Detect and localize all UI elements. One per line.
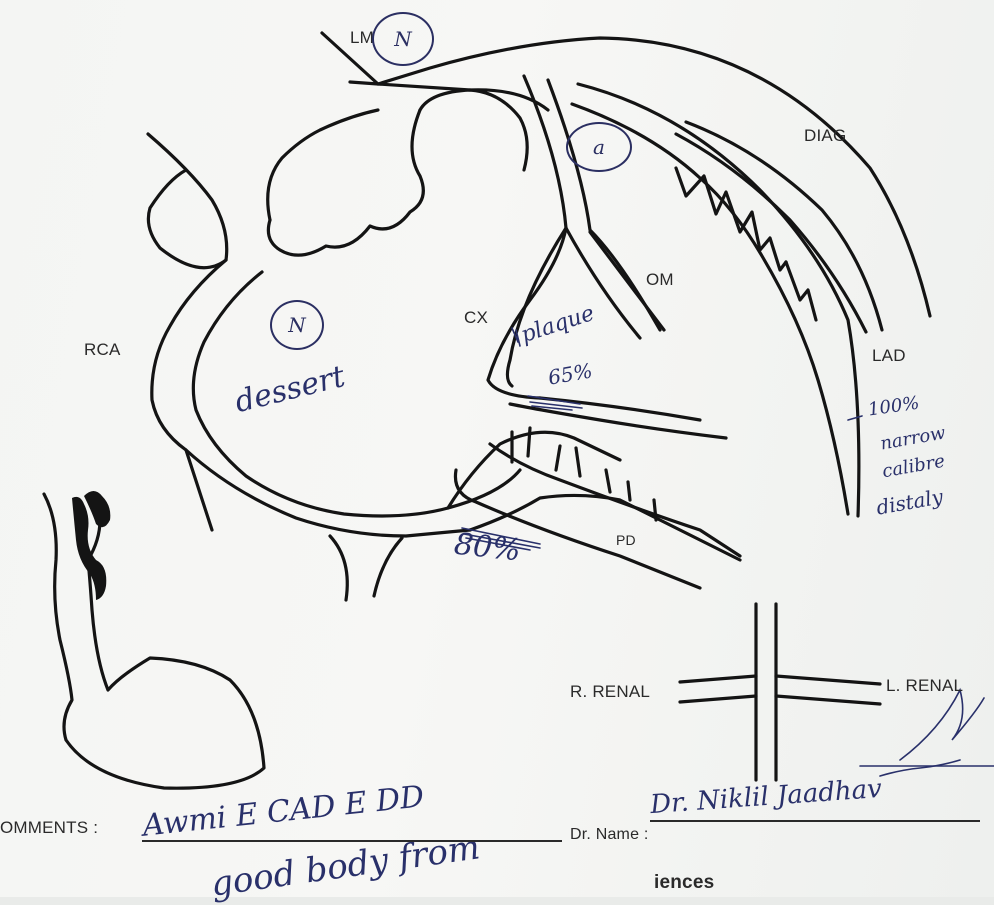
cx-mark-text: a: [593, 135, 605, 159]
l-renal-lower: [776, 696, 880, 704]
label-l-renal: L. RENAL: [886, 676, 963, 696]
signature-scribble: [880, 690, 984, 776]
pd-branch-4: [576, 448, 580, 476]
rca-mark-text: N: [288, 313, 306, 337]
pd-branch-7: [654, 500, 656, 520]
r-renal-upper: [680, 676, 756, 682]
label-diag: DIAG: [804, 126, 846, 146]
r-renal-lower: [680, 696, 756, 702]
pd-vessel-lower: [490, 444, 740, 556]
pd-branch-3: [556, 446, 560, 470]
rca-outer-2: [186, 450, 470, 536]
comments-label: OMMENTS :: [0, 818, 98, 838]
aortic-sinus-inner: [268, 110, 378, 220]
aortic-root-outline: [378, 84, 548, 110]
l-renal-upper: [776, 676, 880, 684]
rca-pd-branch-1: [330, 536, 347, 600]
lm-ostium: [350, 82, 378, 84]
lm-mark-text: N: [394, 27, 412, 51]
rca-origin-loop: [148, 134, 227, 268]
rca-pd-branch-2: [374, 538, 402, 596]
bottom-partial-text: iences: [654, 872, 714, 894]
lad-stenosis-mark: [848, 416, 862, 420]
cx-circled-mark: a: [566, 122, 632, 172]
comments-underline: [142, 840, 562, 842]
lm-circled-mark: N: [372, 12, 434, 66]
rca-outer: [152, 260, 226, 530]
dr-name-label: Dr. Name :: [570, 826, 648, 844]
pd-branch-6: [628, 482, 630, 500]
label-r-renal: R. RENAL: [570, 682, 650, 702]
cx-outer: [488, 76, 566, 398]
label-om: OM: [646, 270, 674, 290]
lad-branches: [676, 168, 786, 270]
aortic-sinus-scallops: [268, 110, 423, 255]
label-lad: LAD: [872, 346, 906, 366]
label-pd: PD: [616, 532, 636, 548]
pd-percent-note: 80%: [452, 527, 522, 569]
label-rca: RCA: [84, 340, 121, 360]
rca-circled-mark: N: [270, 300, 324, 350]
pd-branch-2: [528, 428, 530, 456]
label-lm: LM: [350, 28, 374, 48]
aortic-sinus-upper: [420, 90, 527, 170]
dr-name-underline-line: [650, 820, 980, 822]
pd-branch-5: [606, 470, 610, 492]
label-cx: CX: [464, 308, 488, 328]
